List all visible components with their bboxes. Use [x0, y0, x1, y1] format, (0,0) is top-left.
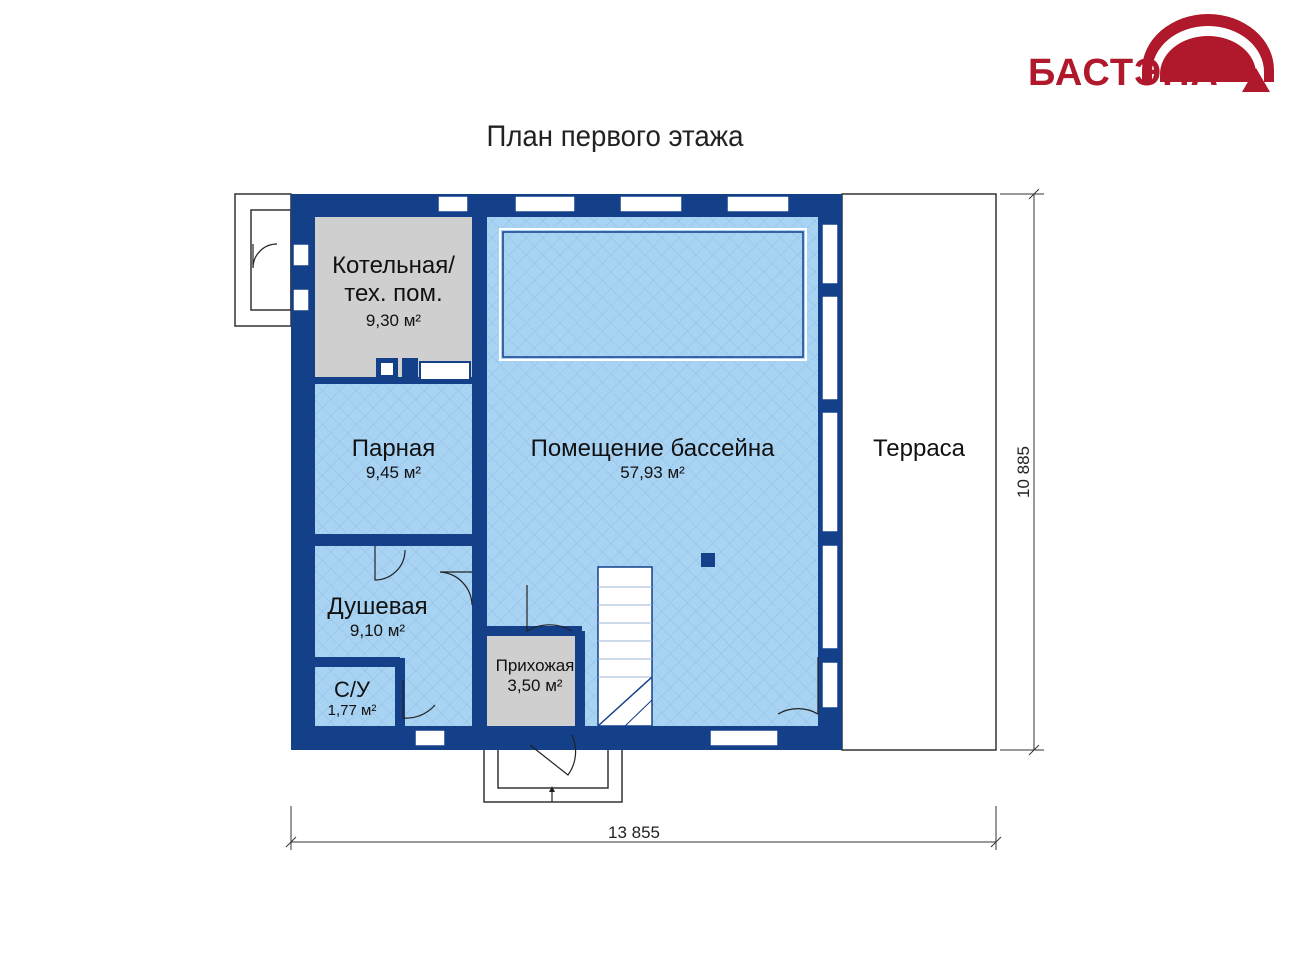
doors	[252, 243, 819, 776]
dimension-width: 13 855	[608, 823, 660, 842]
label-steam-room: Парная 9,45 м²	[351, 435, 436, 482]
logo: БАСТЭНА	[1020, 10, 1280, 100]
boiler-equipment	[376, 358, 471, 381]
label-boiler-room: Котельная/ тех. пом. 9,30 м²	[332, 252, 455, 331]
label-pool-room: Помещение бассейна 57,93 м²	[530, 435, 775, 482]
label-terrace: Терраса	[872, 435, 966, 462]
page-title: План первого этажа	[486, 120, 744, 153]
label-hall: Прихожая 3,50 м²	[495, 656, 575, 695]
room-steam	[315, 384, 472, 534]
dimension-height: 10 885	[1014, 446, 1033, 498]
entrance-porch	[483, 747, 623, 803]
staircase	[597, 566, 653, 727]
dimension-lines	[285, 188, 1044, 850]
logo-text: БАСТЭНА	[1028, 52, 1219, 94]
label-wc: С/У 1,77 м²	[327, 677, 377, 720]
label-shower-room: Душевая 9,10 м²	[327, 593, 428, 640]
terrace	[841, 193, 997, 751]
windows	[292, 195, 839, 747]
pool-basin	[499, 228, 807, 361]
room-boiler	[315, 217, 472, 377]
dome-arch-logo-icon	[1142, 14, 1274, 96]
room-wc	[315, 667, 395, 726]
room-hall	[487, 636, 575, 726]
column	[701, 553, 715, 567]
side-porch	[234, 193, 292, 327]
